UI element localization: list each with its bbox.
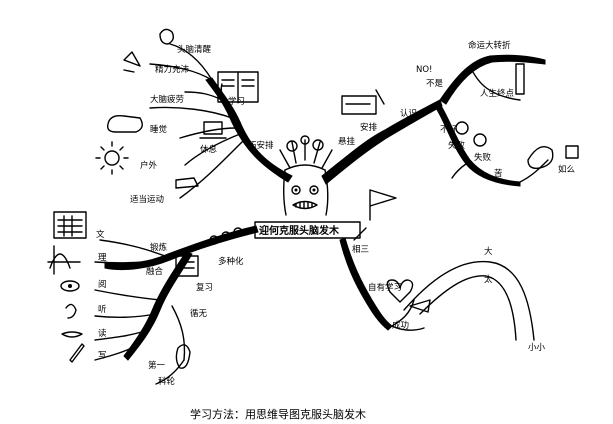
label-small: 小小 [528,342,546,353]
label-arrange: 巧安排 [248,140,274,151]
flag-icon [369,189,397,221]
tools-icon [209,235,219,245]
label-success: 成功 [392,320,409,331]
upper-left-cluster: 头脑清醒 精力充沛 学习 大脑疲劳 睡觉 休息 户外 适当运动 巧安排 [95,28,274,205]
laptop-icon [203,121,223,135]
label-energy: 精力充沛 [155,64,190,75]
label-so-what: 如么 [558,164,576,175]
central-banner: 迎何克服头脑发木 [254,221,361,239]
note-icon [565,145,579,159]
pennant-icon [409,299,431,313]
label-yue: 阅 [98,280,107,290]
mouse-icon [527,146,554,170]
label-li: 理 [98,253,107,263]
label-recognize: 认识 [400,108,417,119]
label-outdoor: 户外 [140,160,158,171]
road-path [403,260,535,341]
label-review: 复习 [196,282,213,293]
pillow-icon [106,114,143,133]
label-self-study: 自有学习 [368,282,402,293]
label-not: 不是 [426,79,444,89]
frown-icon [473,133,487,147]
label-diversify: 多种化 [218,256,244,267]
mouth-icon [61,331,83,338]
central-title: 迎何克服头脑发木 [259,224,340,237]
graph-icon [47,245,81,275]
label-first: 第一 [148,360,166,371]
label-sleep: 睡觉 [150,124,168,135]
label-tai: 太 [484,274,493,285]
label-exercise: 适当运动 [130,194,165,205]
ear-icon [65,303,77,319]
label-clear-mind: 头脑清醒 [177,44,212,55]
heart-icon [386,279,414,303]
label-cycle: 循无 [190,308,208,319]
branch-lower-right [339,237,393,331]
label-bitter: 苦 [494,168,503,179]
label-life-end: 人生终点 [480,88,515,99]
brain-icon [159,28,175,45]
label-no: NO! [416,65,432,75]
calculator-icon [53,211,87,239]
label-failure: 失败 [474,152,492,163]
label-failure-2: 失败 [448,140,466,151]
label-arrange-2: 安排 [360,122,378,133]
notebook-icon [175,255,199,277]
smile-icon [455,121,469,135]
vase-icon [175,344,191,369]
label-big: 大 [484,246,493,257]
label-fate-turn: 命运大转折 [468,40,511,51]
label-exercise-2: 锻炼 [150,242,168,253]
branch-upper-left [205,77,293,183]
pad-icon [341,95,377,115]
caption: 学习方法：用思维导图克服头脑发木 [190,407,366,421]
lower-right-cluster: 相三 自有学习 成功 大 太 小小 [352,189,546,353]
label-brain-tired: 大脑疲劳 [150,94,184,105]
label-xie: 写 [98,351,107,361]
label-wen: 文 [96,229,105,240]
lower-left-cluster: 文 理 阅 听 读 写 锻炼 融合 复习 循无 多种化 第一 科轮 [47,211,244,387]
label-xiang-san: 相三 [352,244,369,255]
label-not-good: 不好 [440,124,458,135]
sun-icon [104,150,120,166]
label-du: 读 [98,328,107,339]
branch-upper-right [321,99,443,185]
label-rest: 休息 [200,144,218,155]
figure-icon [515,63,525,95]
upper-right-cluster: 命运大转折 人生终点 失败 苦 不好 如么 失败 悬挂 安排 认识 NO! 不是 [338,40,579,187]
pen-icon [69,343,85,363]
label-round: 科轮 [158,376,176,387]
eye-icon [60,280,80,292]
bell-icon [123,51,141,73]
label-fuse: 融合 [146,266,164,277]
label-ting: 听 [98,305,107,315]
label-hang: 悬挂 [338,136,356,147]
shoe-icon [175,177,199,189]
